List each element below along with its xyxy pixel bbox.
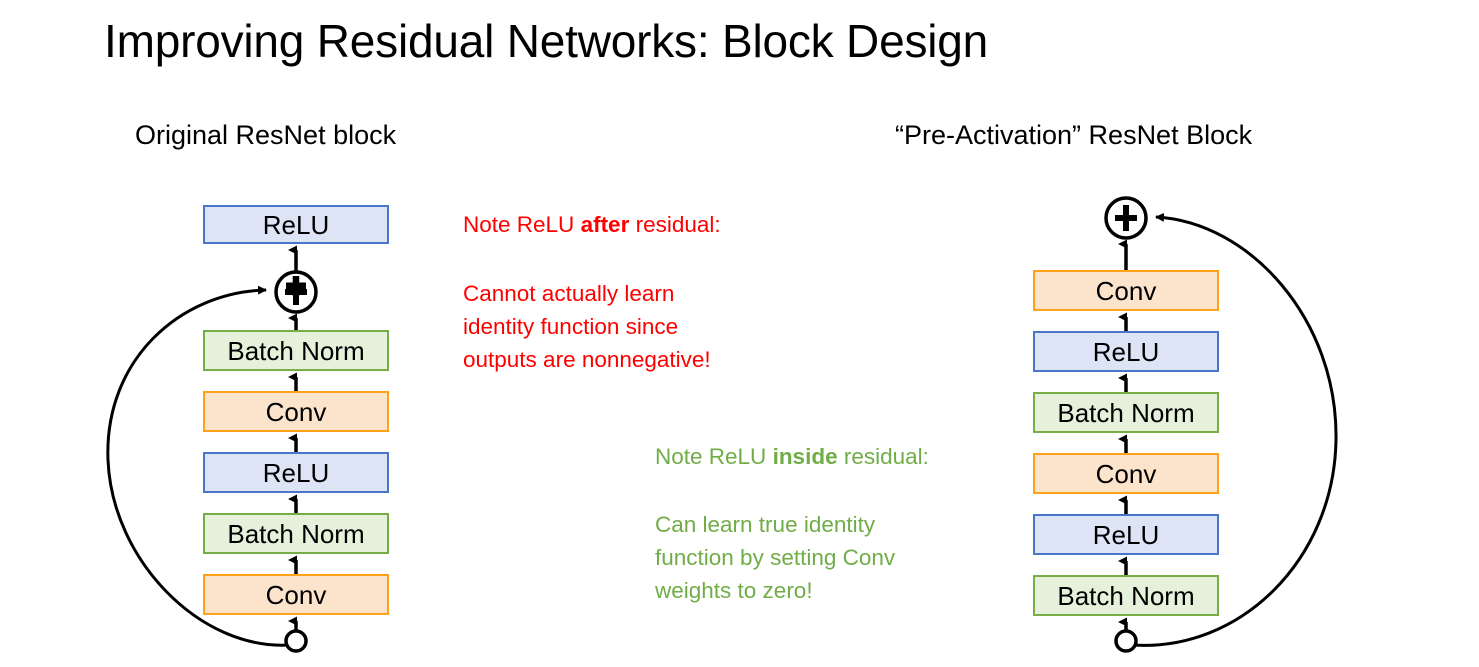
right-block-batchnorm-1[interactable]: Batch Norm bbox=[1033, 575, 1219, 616]
annotation-red-heading-bold: after bbox=[580, 212, 630, 237]
right-column-heading: “Pre-Activation” ResNet Block bbox=[895, 120, 1253, 150]
left-block-conv-2[interactable]: Conv bbox=[203, 391, 389, 432]
annotation-green-body: Can learn true identity function by sett… bbox=[655, 512, 896, 603]
right-block-conv-1[interactable]: Conv bbox=[1033, 453, 1219, 494]
annotation-red-heading: Note ReLU after residual: bbox=[463, 208, 863, 241]
right-block-batchnorm-2[interactable]: Batch Norm bbox=[1033, 392, 1219, 433]
annotation-green-heading-bold: inside bbox=[772, 444, 838, 469]
annotation-green-heading: Note ReLU inside residual: bbox=[655, 440, 1055, 473]
right-block-relu-2[interactable]: ReLU bbox=[1033, 331, 1219, 372]
right-block-relu-1[interactable]: ReLU bbox=[1033, 514, 1219, 555]
annotation-red-heading-pre: Note ReLU bbox=[463, 212, 581, 237]
left-block-relu-1[interactable]: ReLU bbox=[203, 452, 389, 493]
annotation-green-heading-post: residual: bbox=[837, 444, 929, 469]
right-block-conv-2[interactable]: Conv bbox=[1033, 270, 1219, 311]
annotation-green-heading-pre: Note ReLU bbox=[655, 444, 773, 469]
left-block-conv-1[interactable]: Conv bbox=[203, 574, 389, 615]
left-column-heading: Original ResNet block bbox=[135, 120, 397, 150]
left-block-batchnorm-2[interactable]: Batch Norm bbox=[203, 330, 389, 371]
left-block-relu-top[interactable]: ReLU bbox=[203, 205, 389, 244]
page-title: Improving Residual Networks: Block Desig… bbox=[104, 15, 989, 67]
annotation-red-body: Cannot actually learn identity function … bbox=[463, 281, 711, 372]
annotation-red-heading-post: residual: bbox=[629, 212, 721, 237]
left-block-batchnorm-1[interactable]: Batch Norm bbox=[203, 513, 389, 554]
